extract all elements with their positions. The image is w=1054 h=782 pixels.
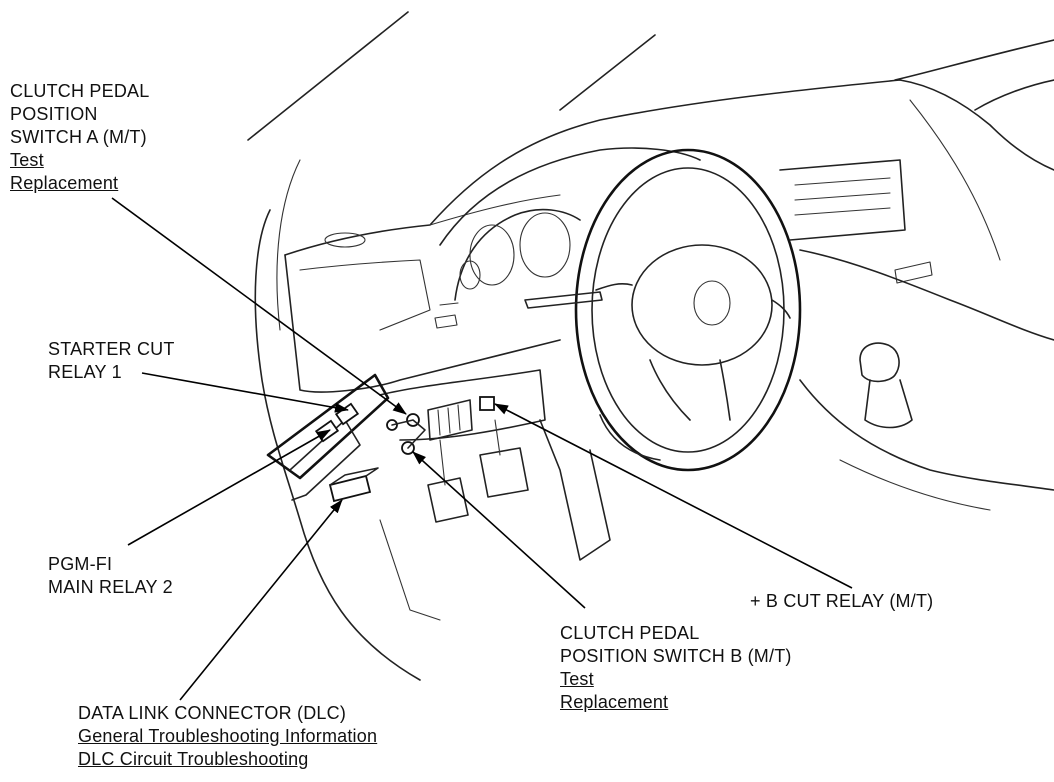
center-stack-vent: [794, 177, 891, 216]
wiper-stalk: [524, 291, 603, 309]
callout-text: POSITION: [10, 104, 98, 124]
callout-text: CLUTCH PEDAL: [560, 623, 700, 643]
callout-starter-cut-relay: STARTER CUT RELAY 1: [48, 338, 175, 384]
a-pillar: [254, 209, 421, 681]
steering-spoke-left: [595, 283, 633, 291]
gauge-hood: [454, 208, 581, 301]
callout-text: POSITION SWITCH B (M/T): [560, 646, 792, 666]
callout-text: STARTER CUT: [48, 339, 175, 359]
callout-dlc: DATA LINK CONNECTOR (DLC) General Troubl…: [78, 702, 377, 771]
callout-text: + B CUT RELAY (M/T): [750, 591, 934, 611]
leader-clutch-switch-b: [412, 451, 586, 609]
gauge-left: [469, 224, 515, 286]
windshield-line: [247, 11, 409, 141]
leader-clutch-switch-a: [111, 197, 407, 415]
steering-wheel-inner: [591, 167, 785, 453]
gauge-center: [519, 212, 571, 278]
clutch-switch-a-test-link[interactable]: Test: [10, 150, 44, 170]
dash-knee-panel: [379, 369, 546, 441]
dash-vent-left: [434, 314, 458, 329]
steering-spoke-bottom: [649, 359, 731, 421]
dash-speaker: [324, 232, 366, 248]
dash-right-edge: [909, 99, 1001, 261]
clutch-switch-a-replacement-link[interactable]: Replacement: [10, 173, 119, 193]
clutch-switch-b-test-link[interactable]: Test: [560, 669, 594, 689]
callout-text: MAIN RELAY 2: [48, 577, 173, 597]
callout-pgm-fi-relay: PGM-FI MAIN RELAY 2: [48, 553, 173, 599]
steering-spoke-right: [771, 299, 791, 319]
callout-text: DATA LINK CONNECTOR (DLC): [78, 703, 347, 723]
dash-left-panel-edge: [299, 259, 431, 331]
callout-clutch-switch-b: CLUTCH PEDAL POSITION SWITCH B (M/T) Tes…: [560, 622, 792, 714]
callout-b-cut-relay: + B CUT RELAY (M/T): [750, 590, 933, 613]
callout-clutch-switch-a: CLUTCH PEDAL POSITION SWITCH A (M/T) Tes…: [10, 80, 149, 195]
dlc-general-troubleshooting-link[interactable]: General Troubleshooting Information: [78, 726, 378, 746]
leader-starter-cut-relay: [141, 372, 349, 413]
leader-pgm-fi-relay: [127, 429, 331, 546]
dash-right-lower: [799, 249, 1054, 341]
leader-b-cut-relay: [494, 403, 853, 589]
callout-text: RELAY 1: [48, 362, 122, 382]
center-stack: [779, 159, 906, 241]
callout-text: SWITCH A (M/T): [10, 127, 147, 147]
console-edge: [839, 459, 991, 511]
fuse-block: [427, 399, 473, 441]
clutch-switch-b-replacement-link[interactable]: Replacement: [560, 692, 669, 712]
floor-tunnel: [539, 419, 611, 561]
a-pillar-inner: [276, 159, 301, 331]
clutch-switch-bracket: [391, 419, 426, 449]
clutch-pedal: [427, 477, 469, 523]
pedal-arm: [439, 419, 501, 486]
callout-text: PGM-FI: [48, 554, 113, 574]
shift-boot: [864, 379, 913, 429]
brake-pedal: [479, 447, 529, 498]
dash-top-inner: [429, 194, 561, 226]
starter-cut-relay-1: [334, 402, 360, 426]
dash-top-right: [894, 39, 1054, 81]
dash-left-panel: [284, 254, 561, 393]
b-cut-relay: [479, 396, 495, 411]
dash-top-right: [974, 79, 1054, 111]
callout-text: CLUTCH PEDAL: [10, 81, 150, 101]
steering-wheel-outer: [574, 148, 802, 472]
console-right: [799, 379, 1054, 491]
gauge-small: [459, 260, 481, 290]
steering-hub: [631, 244, 773, 366]
steering-column: [599, 414, 661, 461]
windshield-line: [559, 34, 656, 111]
dlc-circuit-troubleshooting-link[interactable]: DLC Circuit Troubleshooting: [78, 749, 309, 769]
fuse-block-slots: [437, 404, 461, 436]
floor-left: [379, 519, 441, 621]
dash-top: [284, 79, 1054, 256]
dlc-connector-top: [329, 467, 379, 486]
shift-knob: [859, 342, 900, 383]
dlc-connector: [328, 474, 372, 503]
dash-vent-left: [439, 302, 459, 306]
steering-hub-logo: [693, 280, 731, 326]
leader-dlc: [179, 499, 343, 701]
